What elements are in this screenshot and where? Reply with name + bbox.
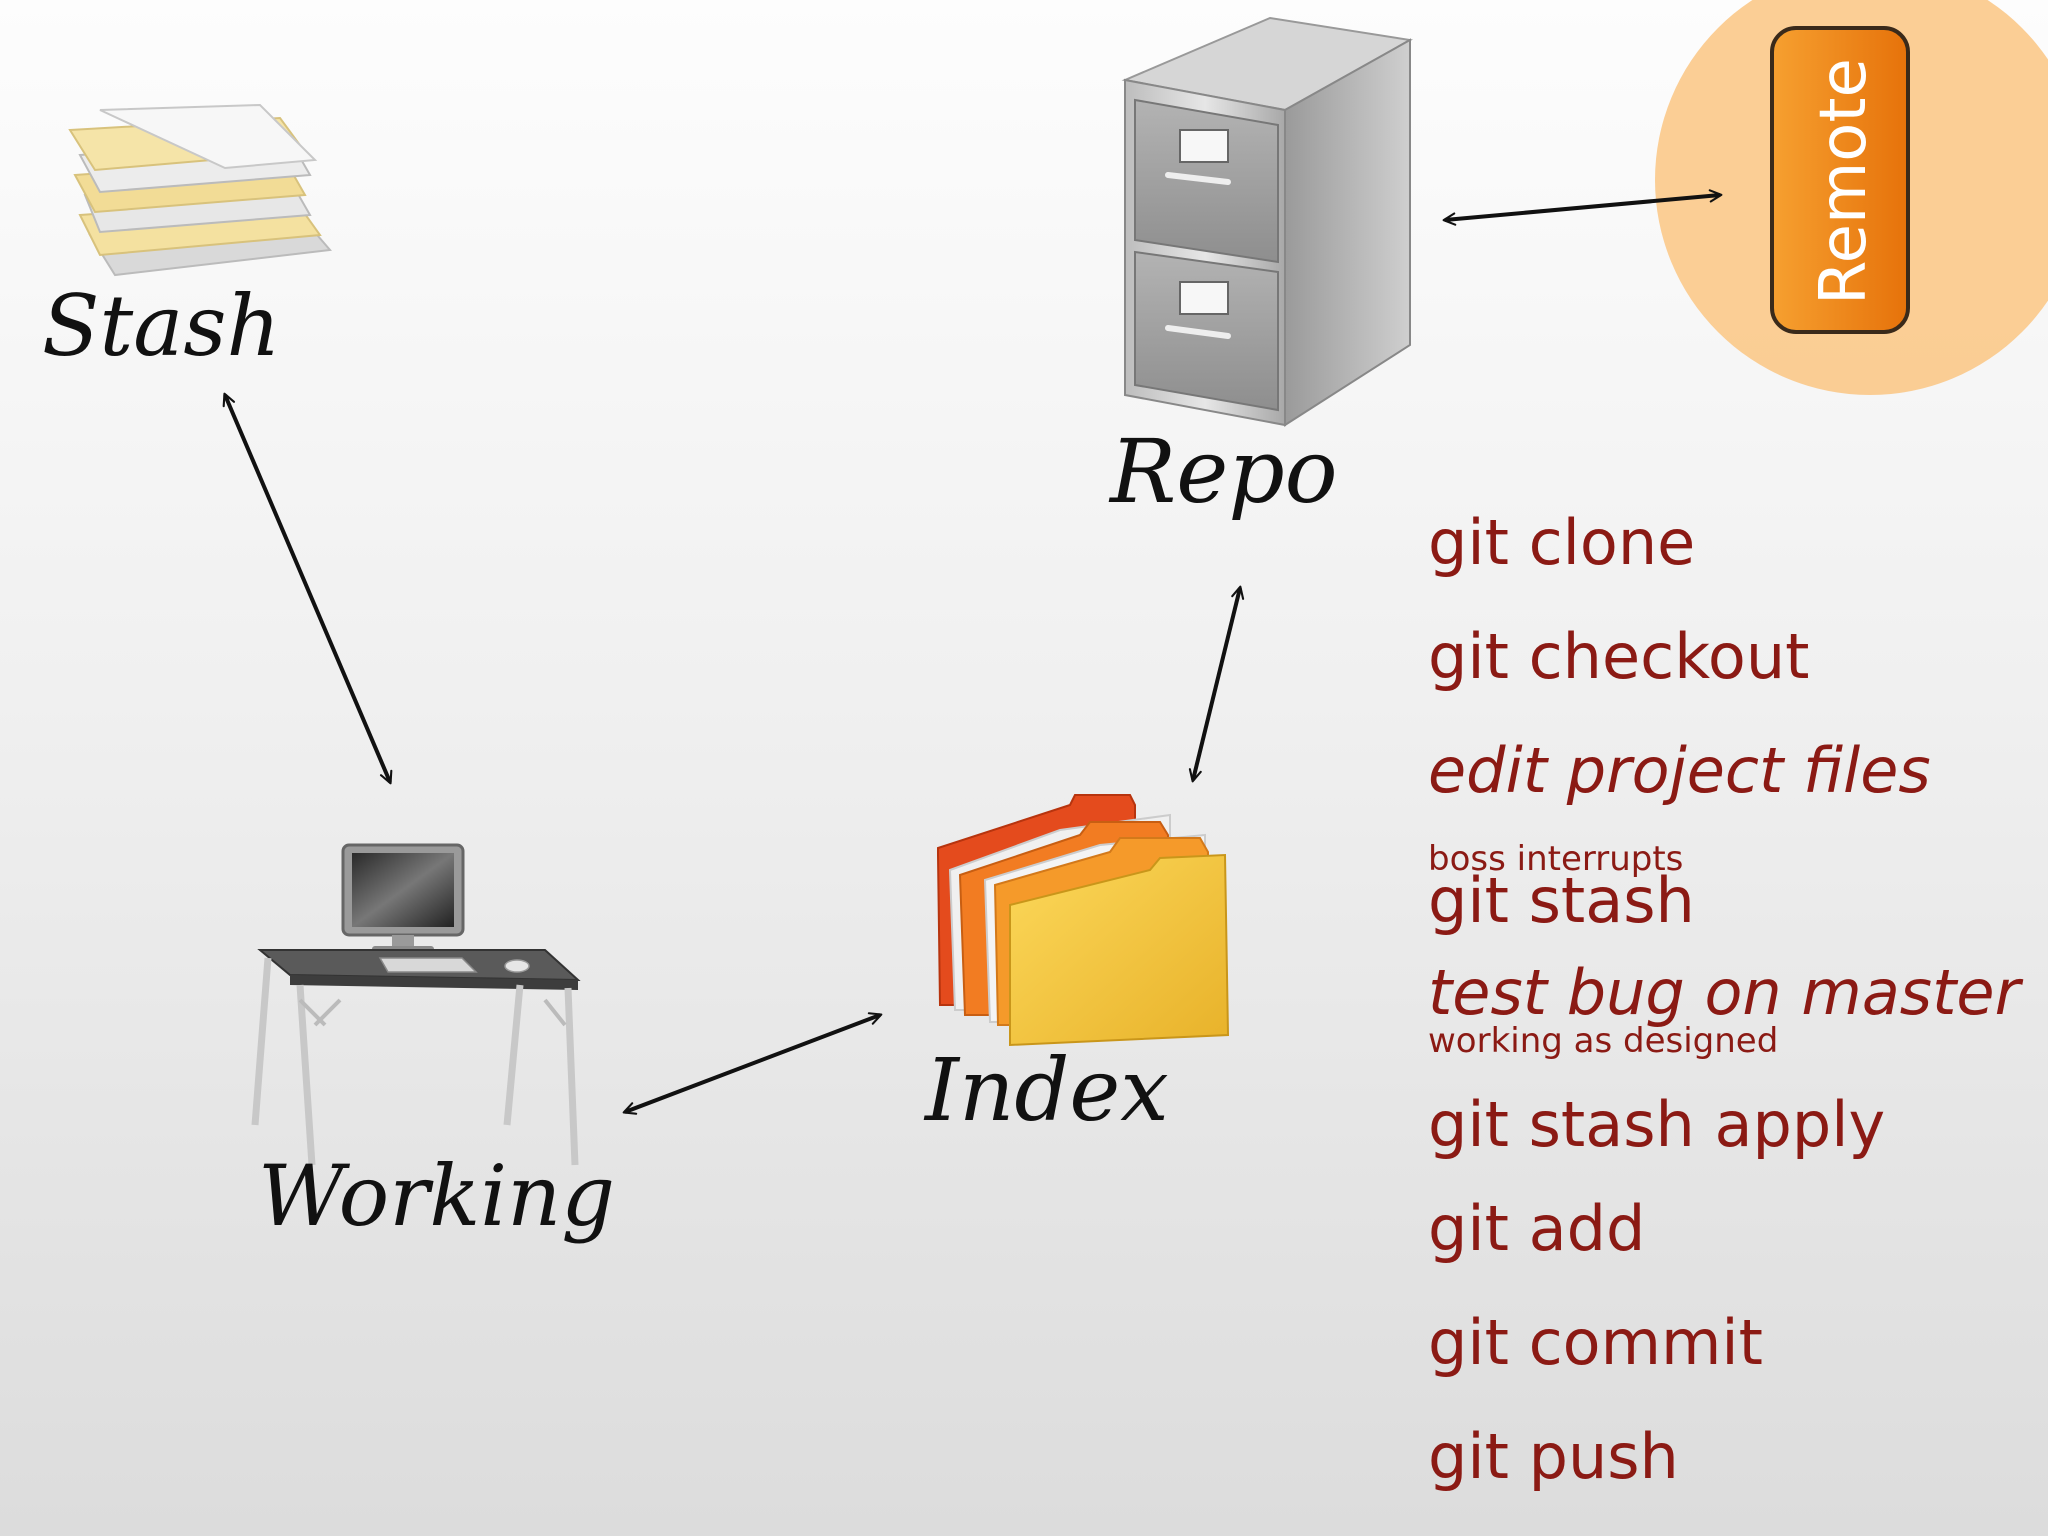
index-repo-arrow <box>1188 585 1245 783</box>
desk-computer-icon <box>251 843 581 1166</box>
note-working-as-designed: working as designed <box>1428 1021 1779 1061</box>
folders-icon <box>937 794 1230 1047</box>
working-index-arrow <box>622 1012 883 1115</box>
step-git-add: git add <box>1428 1192 1646 1265</box>
stash-working-arrow <box>222 392 393 785</box>
step-git-push: git push <box>1428 1420 1679 1493</box>
step-git-stash-apply: git stash apply <box>1428 1088 1886 1161</box>
step-git-clone: git clone <box>1428 506 1696 579</box>
step-edit-project-files: edit project files <box>1428 734 1931 807</box>
remote-node: Remote <box>1655 0 2048 395</box>
note-boss-interrupts: boss interrupts <box>1428 839 1684 879</box>
step-git-checkout: git checkout <box>1428 620 1810 693</box>
working-label: Working <box>258 1147 615 1245</box>
step-git-stash: git stash <box>1428 864 1695 937</box>
repo-remote-arrow <box>1442 189 1723 226</box>
index-label: Index <box>923 1041 1169 1141</box>
step-test-bug-on-master: test bug on master <box>1428 956 2021 1029</box>
paper-stack-icon <box>68 103 332 277</box>
remote-badge <box>1770 26 1910 334</box>
stash-label: Stash <box>42 277 281 375</box>
step-git-commit: git commit <box>1428 1306 1763 1379</box>
remote-label: Remote <box>1807 58 1881 305</box>
repo-label: Repo <box>1108 420 1338 523</box>
filing-cabinet-icon <box>1121 16 1414 427</box>
